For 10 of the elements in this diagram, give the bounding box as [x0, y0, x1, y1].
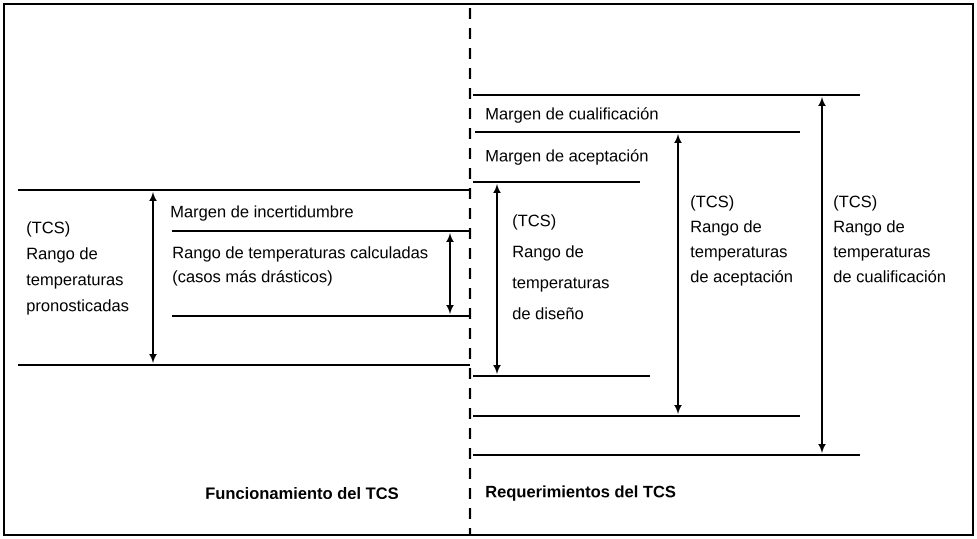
range-label: (TCS) Rango de temperaturas de aceptación	[690, 195, 792, 286]
range-label: Rango de temperaturas calculadas (casos más drásticos)	[173, 246, 428, 286]
range-label: (TCS) Rango de temperaturas de diseño	[512, 214, 609, 320]
range-label: (TCS) Rango de temperaturas pronosticadas	[26, 221, 128, 315]
range-label: Margen de incertidumbre	[172, 205, 353, 221]
range-label: Margen de aceptación	[486, 149, 648, 165]
range-label: (TCS) Rango de temperaturas de cualificación	[833, 195, 945, 282]
section-heading: Requerimientos del TCS	[486, 485, 676, 501]
section-heading: Funcionamiento del TCS	[206, 486, 398, 500]
range-label: Margen de cualificación	[486, 107, 658, 123]
